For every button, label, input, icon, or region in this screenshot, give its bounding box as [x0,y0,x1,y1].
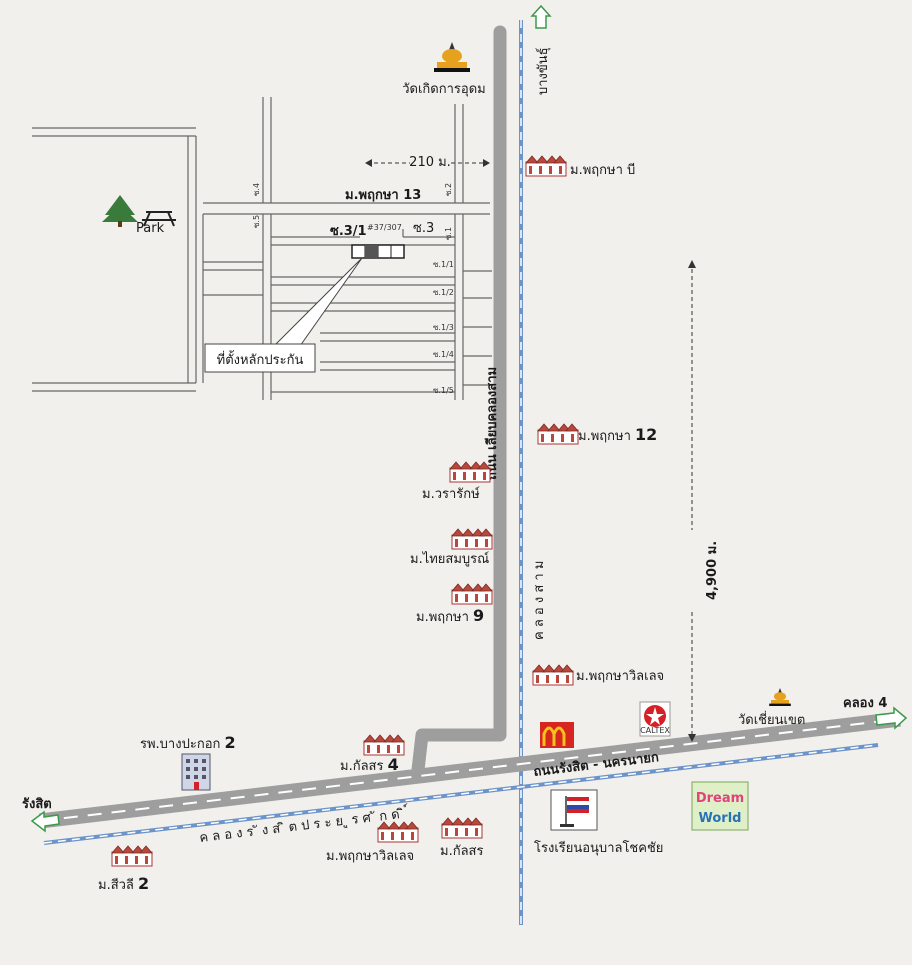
house-row-icon-phruksa-b [525,155,567,177]
distance-4900-label: 4,900 ม. [705,541,720,600]
school-label: โรงเรียนอนุบาลโชคชัย [534,840,663,856]
moo-thai-somboon-label: ม.ไทยสมบูรณ์ [410,551,489,567]
soi-1-label: ซ.1 [444,227,453,240]
bang-khan-label: บางขันธุ์ [535,47,551,95]
hospital-label: รพ.บางปะกอก 2 [140,733,236,752]
house-row-icon-kunsorn-4 [363,734,405,756]
rangsit-label: รังสิต [22,797,52,812]
moo-phruksa-9-label: ม.พฤกษา 9 [416,606,484,625]
soi-2-label: ซ.2 [444,183,453,196]
soi-1-4-label: ซ.1/4 [433,350,454,359]
house-row-icon-phruksa-village [532,664,574,686]
house-row-icon-kunsorn [441,817,483,839]
moo-kunsorn-label: ม.กัลสร [440,844,483,859]
collateral-label: ที่ตั้งหลักประกัน [217,350,304,368]
soi-1-1-label: ซ.1/1 [433,260,454,269]
school-flag-icon [550,789,598,831]
moo-phruksa-b-label: ม.พฤกษา บี [570,162,635,178]
arrow-icon-bang-khan [530,4,552,29]
moo-wararak-label: ม.วรารักษ์ [422,486,480,502]
dreamworld-dream-label: Dream [696,791,744,806]
caltex-logo-icon [639,701,671,737]
moo-phruksa-13-label: ม.พฤกษา 13 [345,188,421,203]
moo-kunsorn-4-label: ม.กัลสร 4 [340,755,399,774]
pagoda-icon-right [769,688,791,706]
khlong-sam-canal-label: ค ล อ ง ส า ม [532,561,547,640]
house-number-label: #37/307 [367,223,402,232]
house-row-icon-phruksa-village-2 [377,821,419,843]
caltex-label: CALTEX [640,726,670,735]
mcdonalds-logo-icon [540,722,574,748]
tree-icon [102,195,138,227]
moo-phruksa-village-label: ม.พฤกษาวิลเลจ [576,669,664,684]
distance-4900-marker [684,260,702,742]
house-row-icon-wararak [449,461,491,483]
temple-right-label: วัดเชี่ยนเขต [738,711,805,728]
house-row-icon-thai-somboon [451,528,493,550]
soi-1-3-label: ซ.1/3 [433,323,454,332]
temple-top-label: วัดเกิดการอุดม [402,82,485,97]
moo-siwalee-label: ม.สีวลี 2 [98,874,149,893]
local-road-grid [32,97,492,400]
soi-3-label: ซ.3 [413,221,434,236]
soi-4-label: ซ.4 [252,183,261,196]
dreamworld-world-label: World [699,811,742,826]
moo-phruksa-village-2-label: ม.พฤกษาวิลเลจ [326,849,414,864]
house-row-icon-siwalee [111,845,153,867]
distance-210-marker [365,155,490,169]
property-plots [351,244,405,259]
distance-210-label: 210 ม. [409,155,451,170]
soi-1-2-label: ซ.1/2 [433,288,454,297]
khlong-sam-road [411,25,507,771]
moo-phruksa-12-label: ม.พฤกษา 12 [578,425,657,444]
park-label: Park [136,221,165,236]
house-row-icon-phruksa-12 [537,423,579,445]
arrow-icon-rangsit [30,810,60,833]
house-row-icon-phruksa-9 [451,583,493,605]
hospital-building-icon [181,753,211,791]
soi-1-5-label: ซ.1/5 [433,386,454,395]
picnic-table-icon [142,211,176,227]
soi-3-1-label: ซ.3/1 [330,224,367,239]
dreamworld-logo-icon [691,781,749,831]
arrow-icon-khlong-4 [875,706,908,730]
khlong-sam-road-label: ถนน เลียบคลองสาม [484,367,500,480]
khlong-4-label: คลอง 4 [843,696,887,711]
collateral-callout [204,257,363,373]
soi-5-label: ซ.5 [252,215,261,228]
rangsit-prayoonsak-canal [43,743,879,845]
pagoda-icon-top [434,42,470,72]
rangsit-nakhonnayok-road [39,711,901,829]
